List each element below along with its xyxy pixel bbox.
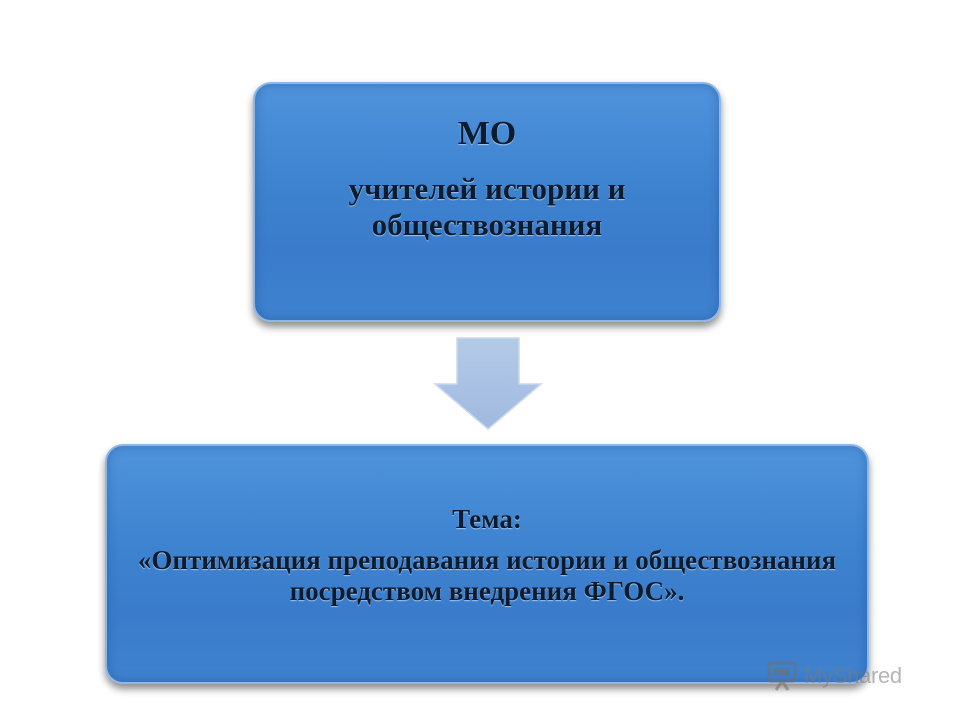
bottom-box-text: «Оптимизация преподавания истории и обще… [137,545,837,606]
bottom-box-title: Тема: [452,504,522,534]
top-box-title: МО [457,115,517,152]
top-box: МО учителей истории и обществознания [253,82,721,322]
bottom-box: Тема: «Оптимизация преподавания истории … [105,444,869,684]
down-arrow-icon [433,337,543,430]
watermark: MyShared [766,656,926,696]
watermark-text: MyShared [804,663,902,688]
top-box-text: учителей истории и обществознания [348,171,626,242]
presentation-screen-icon [767,661,797,691]
